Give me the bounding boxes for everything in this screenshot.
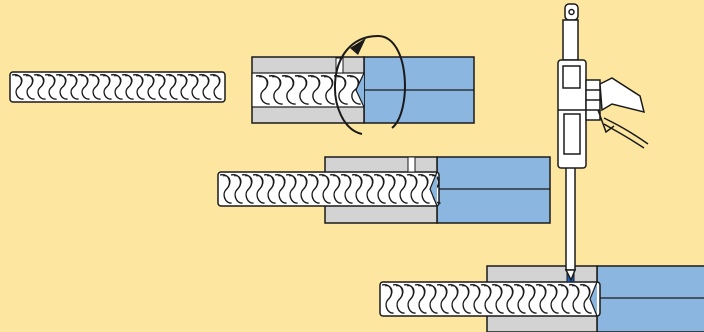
thread-coil-detail [406, 285, 415, 298]
thread-coil-detail [439, 285, 448, 298]
thread-coil-detail [190, 75, 199, 86]
thread-coil-detail [266, 175, 275, 188]
thread-coil-detail [47, 75, 56, 86]
thread-coil-detail [354, 175, 363, 188]
thread-coil-detail [384, 285, 393, 298]
thread-coil-detail [80, 75, 89, 86]
thread-coil-detail [146, 75, 155, 86]
thread-coil-detail [310, 76, 321, 89]
thread-coil-detail [387, 175, 396, 188]
thread-coil-detail [233, 175, 242, 188]
thread-coil-detail [365, 175, 374, 188]
thread-coil-detail [538, 285, 547, 298]
thread-coil-detail [376, 175, 385, 188]
rebar-threads [11, 74, 222, 100]
thread-coil-detail [288, 175, 297, 188]
thread-coil-detail [277, 175, 286, 188]
thread-coil-detail [336, 76, 347, 89]
thread-coil-detail [571, 285, 580, 298]
thread-coil-detail [284, 76, 295, 89]
coupler-stage-rotation [251, 34, 475, 135]
thread-coil-detail [157, 75, 166, 86]
thread-coil-detail [428, 285, 437, 298]
thread-coil-detail [321, 175, 330, 188]
thread-coil-detail [36, 75, 45, 86]
thread-coil-detail [483, 285, 492, 298]
thread-coil-detail [135, 75, 144, 86]
thread-coil-detail [527, 285, 536, 298]
thread-coil-detail [124, 75, 133, 86]
thread-coil-detail [58, 75, 67, 86]
thread-coil-detail [201, 75, 210, 86]
thread-coil-detail [516, 285, 525, 298]
thread-coil-detail [255, 175, 264, 188]
coupler-stage-threaded [217, 156, 551, 224]
rebar-threads [381, 284, 592, 314]
thread-coil-detail [417, 285, 426, 298]
thread-coil-detail [258, 76, 269, 89]
thread-coil-detail [398, 175, 407, 188]
thread-coil-detail [343, 175, 352, 188]
thread-coil-detail [102, 75, 111, 86]
coupler-stage-torque [379, 265, 704, 332]
thread-coil-detail [271, 76, 282, 89]
thread-coil-detail [244, 175, 253, 188]
thread-coil-detail [222, 175, 231, 188]
thread-coil-detail [582, 285, 591, 298]
thread-coil-detail [91, 75, 100, 86]
rebar-threads [219, 174, 441, 204]
curved-arrow-icon [334, 34, 406, 135]
thread-coil-detail [549, 285, 558, 298]
thread-coil-detail [395, 285, 404, 298]
thread-coil-detail [179, 75, 188, 86]
thread-coil-detail [560, 285, 569, 298]
thread-coil-detail [69, 75, 78, 86]
thread-coil-detail [212, 75, 221, 86]
thread-coil-detail [431, 175, 440, 188]
thread-coil-detail [472, 285, 481, 298]
thread-coil-detail [409, 175, 418, 188]
thread-coil-detail [420, 175, 429, 188]
torque-wrench-icon [557, 3, 649, 282]
thread-coil-detail [494, 285, 503, 298]
thread-coil-detail [299, 175, 308, 188]
thread-coil-detail [168, 75, 177, 86]
thread-coil-detail [113, 75, 122, 86]
thread-coil-detail [323, 76, 334, 89]
thread-coil-detail [14, 75, 23, 86]
thread-coil-detail [310, 175, 319, 188]
thread-coil-detail [332, 175, 341, 188]
thread-coil-detail [450, 285, 459, 298]
thread-coil-detail [297, 76, 308, 89]
thread-coil-detail [505, 285, 514, 298]
thread-coil-detail [25, 75, 34, 86]
thread-coil-detail [461, 285, 470, 298]
coupler-inner-threads [255, 75, 361, 105]
loose-rebar [9, 71, 226, 103]
